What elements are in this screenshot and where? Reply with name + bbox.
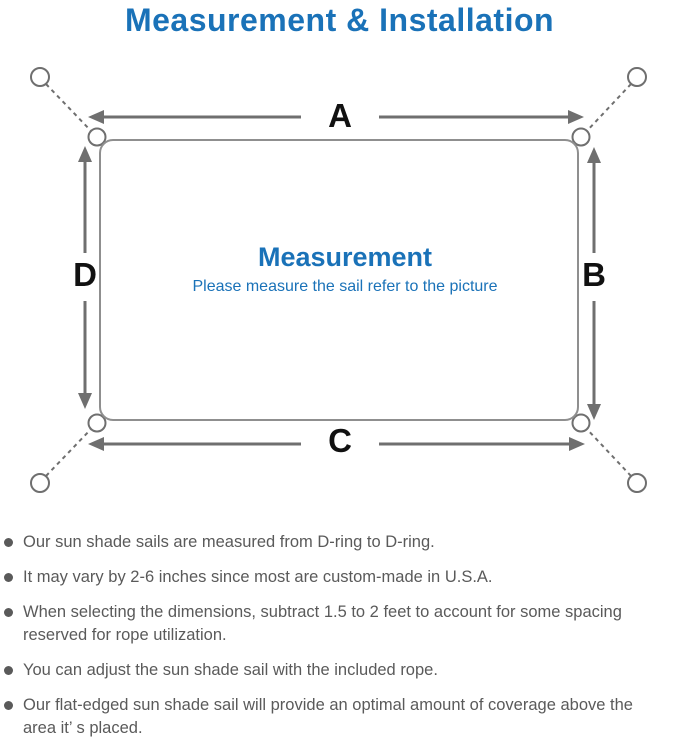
sail-measurement-diagram — [30, 67, 647, 493]
sail-center-text: Measurement Please measure the sail refe… — [106, 243, 584, 296]
d-ring-icon — [571, 413, 591, 433]
bullet-dot-icon — [4, 573, 13, 582]
rope-line-bottom-left — [45, 426, 94, 477]
list-item: It may vary by 2-6 inches since most are… — [0, 566, 643, 589]
anchor-points — [30, 67, 647, 493]
anchor-point-icon — [30, 67, 50, 87]
dim-arrow-b — [587, 147, 601, 420]
dimension-label-c: C — [328, 422, 352, 459]
anchor-point-icon — [627, 473, 647, 493]
tension-rope-lines — [45, 83, 632, 477]
rope-line-top-right — [584, 83, 632, 134]
corner-d-rings — [87, 127, 591, 433]
anchor-point-icon — [627, 67, 647, 87]
dimension-arrows — [78, 110, 601, 451]
bullet-dot-icon — [4, 608, 13, 617]
dimension-label-a: A — [328, 97, 352, 134]
dimension-label-d: D — [73, 256, 97, 293]
list-item: Our flat-edged sun shade sail will provi… — [0, 694, 643, 739]
note-text: Our flat-edged sun shade sail will provi… — [23, 696, 633, 737]
rope-line-top-left — [45, 83, 94, 134]
d-ring-icon — [87, 127, 107, 147]
list-item: You can adjust the sun shade sail with t… — [0, 659, 643, 682]
center-subtext: Please measure the sail refer to the pic… — [192, 278, 498, 295]
d-ring-icon — [571, 127, 591, 147]
sail-outline — [99, 139, 579, 421]
anchor-point-icon — [30, 473, 50, 493]
dimension-label-b: B — [582, 256, 606, 293]
list-item: When selecting the dimensions, subtract … — [0, 601, 643, 647]
dim-arrow-c — [88, 437, 585, 451]
note-text: You can adjust the sun shade sail with t… — [23, 661, 438, 679]
dim-arrow-d — [78, 146, 92, 409]
page-title: Measurement & Installation — [124, 2, 555, 38]
rope-line-bottom-right — [584, 426, 632, 477]
notes-list: Our sun shade sails are measured from D-… — [0, 531, 660, 739]
center-heading: Measurement — [257, 242, 433, 272]
list-item: Our sun shade sails are measured from D-… — [0, 531, 643, 554]
dim-arrow-a — [88, 110, 584, 124]
note-text: Our sun shade sails are measured from D-… — [23, 533, 435, 551]
note-text: It may vary by 2-6 inches since most are… — [23, 568, 493, 586]
bullet-dot-icon — [4, 538, 13, 547]
d-ring-icon — [87, 413, 107, 433]
bullet-dot-icon — [4, 701, 13, 710]
bullet-dot-icon — [4, 666, 13, 675]
note-text: When selecting the dimensions, subtract … — [23, 603, 622, 644]
